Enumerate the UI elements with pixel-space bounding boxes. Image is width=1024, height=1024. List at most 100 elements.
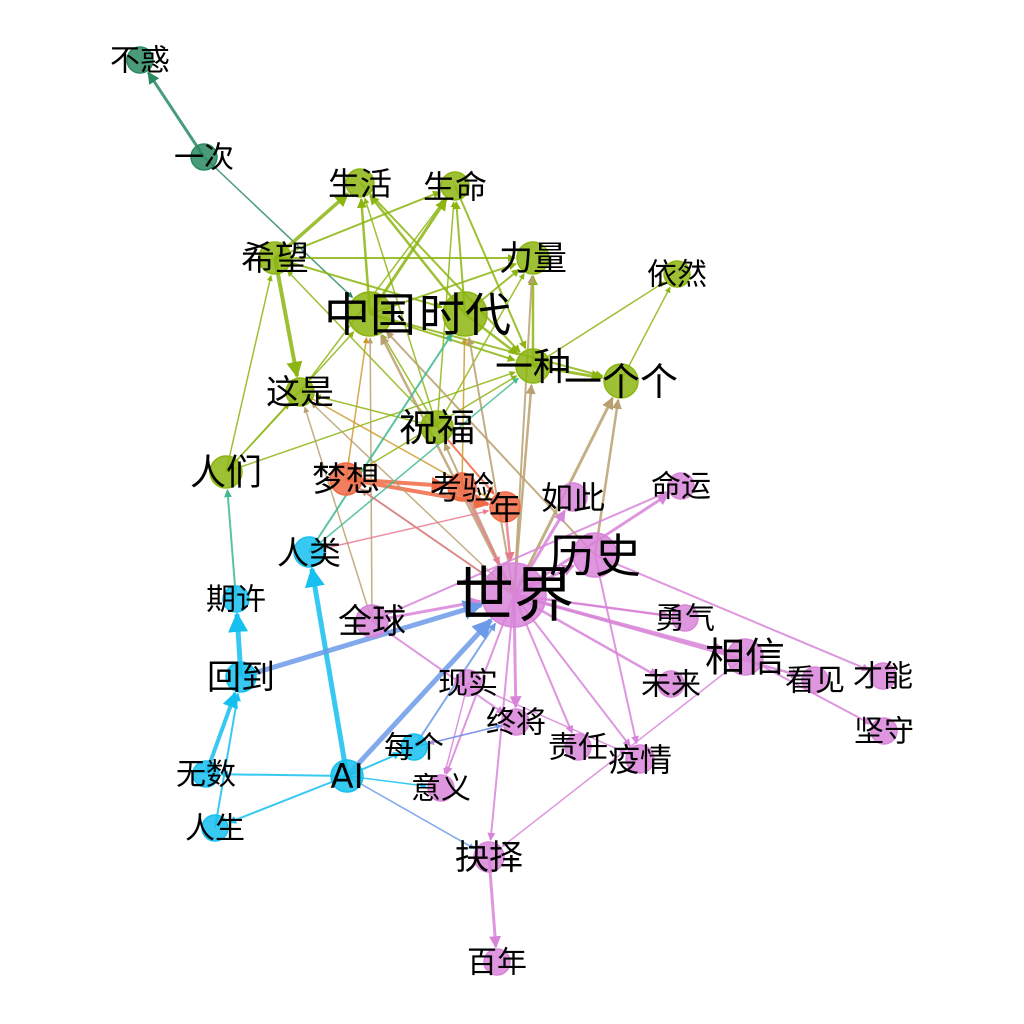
node-label-yici: 一次 [174,141,234,176]
node-label-xiangxin: 相信 [705,635,785,681]
edge-lishi-yiqing [594,554,639,745]
node-label-shengming: 生命 [423,168,487,206]
node-mingyun[interactable] [667,472,695,500]
node-meige[interactable] [400,733,428,761]
node-yici[interactable] [190,143,218,171]
node-label-jianshou: 坚守 [854,715,914,750]
node-jueze[interactable] [473,841,505,873]
node-label-zhongjiang: 终将 [486,706,546,741]
edge-quanqiu-mingyun [371,491,668,622]
edge-zhongguo-yizhong [369,313,516,362]
node-shidai[interactable] [442,291,488,337]
edge-renlei-shidai [308,333,453,553]
edge-xiangxin-jueze [501,656,746,848]
edge-shijie-zhongguo [379,334,516,596]
edge-lishi-caineng [594,554,870,672]
edge-meige-zhongjiang [413,723,503,748]
edge-shengming-yizhong [454,185,527,350]
node-shengming[interactable] [440,171,470,201]
node-renlei[interactable] [293,536,325,568]
node-zeren[interactable] [564,733,592,761]
node-kaoyan[interactable] [447,472,477,502]
node-label-yongqi: 勇气 [655,602,715,637]
node-qixu[interactable] [222,585,250,613]
edge-shijie-jueze [487,594,515,841]
node-shenghuo[interactable] [345,168,375,198]
node-zheshi[interactable] [285,377,315,407]
node-label-nian: 年 [489,489,521,527]
node-label-meige: 每个 [384,731,444,766]
node-kanjian[interactable] [801,666,829,694]
node-label-kanjian: 看见 [785,664,845,699]
node-yigege[interactable] [603,363,639,399]
edge-ai-shijie [345,618,493,778]
node-yiqing[interactable] [625,744,655,774]
edge-shenghuo-yizhong [359,182,521,353]
node-nian[interactable] [489,491,521,523]
node-label-yiqing: 疫情 [608,741,672,779]
node-ruci[interactable] [558,482,588,512]
node-label-weilai: 未来 [641,668,701,703]
edge-ai-wushu [220,770,348,779]
edge-renlei-nian [308,509,490,553]
edge-zhufu-zheshi [314,394,438,428]
node-label-yizhong: 一种 [495,345,571,389]
node-ai[interactable] [330,759,364,793]
edge-renlei-yizhong [308,377,519,553]
label-layer: 不惑一次生活生命希望力量依然中国时代一种一个个这是祝福人们梦想考验年如此命运人类… [110,44,914,981]
edge-qixu-renmen [223,489,237,600]
node-label-ai: AI [330,757,363,797]
node-label-ruci: 如此 [541,479,605,517]
edge-quanqiu-zhongguo [367,337,374,622]
node-wushu[interactable] [192,760,220,788]
node-renmen[interactable] [209,455,243,489]
edge-quanqiu-zhongjiang [371,620,505,715]
edge-rensheng-huidao [214,692,241,829]
node-xiangxin[interactable] [726,638,764,676]
node-yiran[interactable] [663,260,691,288]
node-yiyi[interactable] [427,774,455,802]
edge-yici-buhuo [147,71,206,158]
edge-renmen-xiwang [225,274,273,473]
edge-zhufu-zhongguo [381,334,438,428]
node-label-bainian: 百年 [467,946,527,981]
node-lishi[interactable] [572,532,618,578]
node-xianshi[interactable] [454,669,482,697]
node-label-zeren: 责任 [548,731,608,766]
node-label-shijie: 世界 [454,561,574,631]
node-xiwang[interactable] [258,241,292,275]
node-yizhong[interactable] [515,348,551,384]
node-jianshou[interactable] [870,717,898,745]
node-bainian[interactable] [483,948,511,976]
node-quanqiu[interactable] [355,604,389,638]
node-weilai[interactable] [657,670,685,698]
edge-xiwang-shengming [274,190,441,259]
edge-shijie-zheshi [311,402,515,596]
node-rensheng[interactable] [201,814,229,842]
node-mengxiang[interactable] [329,462,363,496]
node-huidao[interactable] [225,661,257,693]
edge-quanqiu-zheshi [303,406,373,622]
node-caineng[interactable] [869,662,897,690]
node-label-xianshi: 现实 [438,667,498,702]
node-zhufu[interactable] [420,410,454,444]
node-label-qixu: 期许 [206,583,266,618]
edge-zhufu-xiwang [286,270,438,428]
node-label-shenghuo: 生活 [328,165,392,203]
node-label-rensheng: 人生 [185,812,245,847]
node-label-yigege: 一个个 [564,360,678,404]
node-zhongjiang[interactable] [502,708,530,736]
node-label-zheshi: 这是 [266,373,334,413]
node-yongqi[interactable] [671,604,699,632]
node-buhuo[interactable] [126,46,154,74]
node-label-renlei: 人类 [277,534,341,572]
edge-mengxiang-zhongguo [345,337,369,480]
node-liliang[interactable] [516,241,550,275]
node-label-huidao: 回到 [207,658,275,698]
node-shijie[interactable] [481,562,547,628]
edge-shidai-shenghuo [369,194,466,315]
edge-wushu-huidao [204,691,238,775]
node-zhongguo[interactable] [347,291,393,337]
edge-shijie-liliang [513,275,536,596]
